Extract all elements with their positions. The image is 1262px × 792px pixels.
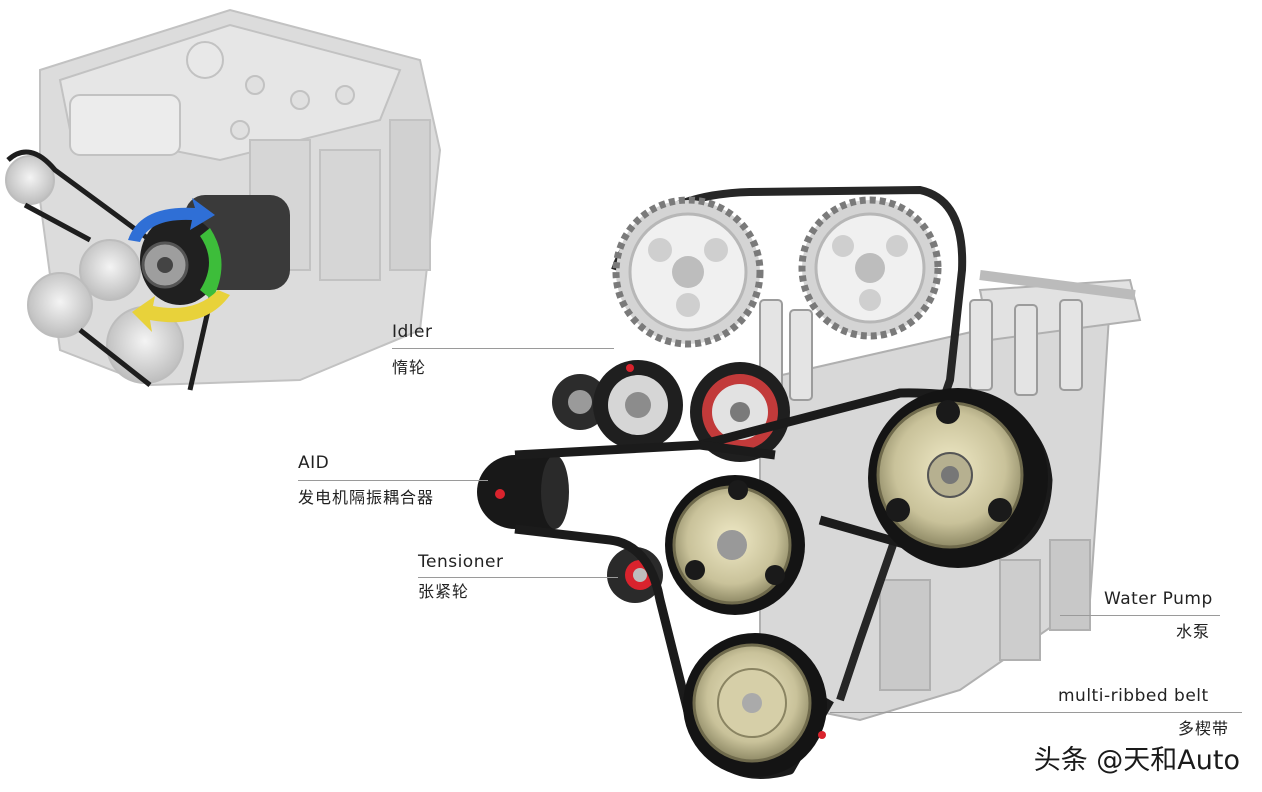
idler-label-en: Idler	[392, 322, 433, 342]
belt-label-zh: 多楔带	[1178, 719, 1230, 738]
camshaft-gear-left	[612, 196, 764, 348]
inset-engine-illustration	[5, 8, 442, 391]
belt-label-en: multi-ribbed belt	[1058, 686, 1209, 706]
rotation-arrow-green-icon	[200, 228, 222, 300]
rotation-arrow-yellow-icon	[132, 290, 230, 332]
valve-springs	[759, 270, 1136, 401]
idler-pulley-small	[552, 374, 608, 430]
auxiliary-pulley	[665, 475, 805, 615]
tensioner-leader-line	[418, 577, 618, 578]
water-pump-label-zh: 水泵	[1176, 622, 1211, 641]
aid-label-zh: 发电机隔振耦合器	[298, 488, 435, 507]
idler-label-zh: 惰轮	[392, 358, 427, 377]
aid-label-en: AID	[298, 453, 330, 473]
inset-aid-unit	[128, 195, 290, 332]
rotation-arrow-blue-icon	[128, 198, 215, 242]
water-pump-label-en: Water Pump	[1104, 589, 1213, 609]
idler-pulley	[593, 360, 683, 450]
crankshaft-pulley	[683, 633, 827, 777]
belt-leader-line	[830, 712, 1242, 713]
camshaft-gear-right	[798, 196, 942, 340]
aid-pulley	[477, 455, 569, 529]
idler-leader-line	[392, 348, 614, 349]
aid-leader-line	[298, 480, 488, 481]
water-pump-pulley	[868, 388, 1048, 568]
tensioner-label-zh: 张紧轮	[418, 582, 470, 601]
water-pump-leader-line	[1060, 615, 1220, 616]
watermark: 头条 @天和Auto	[1033, 745, 1240, 776]
main-engine-illustration	[477, 185, 1142, 779]
tensioner-label-en: Tensioner	[418, 552, 504, 572]
